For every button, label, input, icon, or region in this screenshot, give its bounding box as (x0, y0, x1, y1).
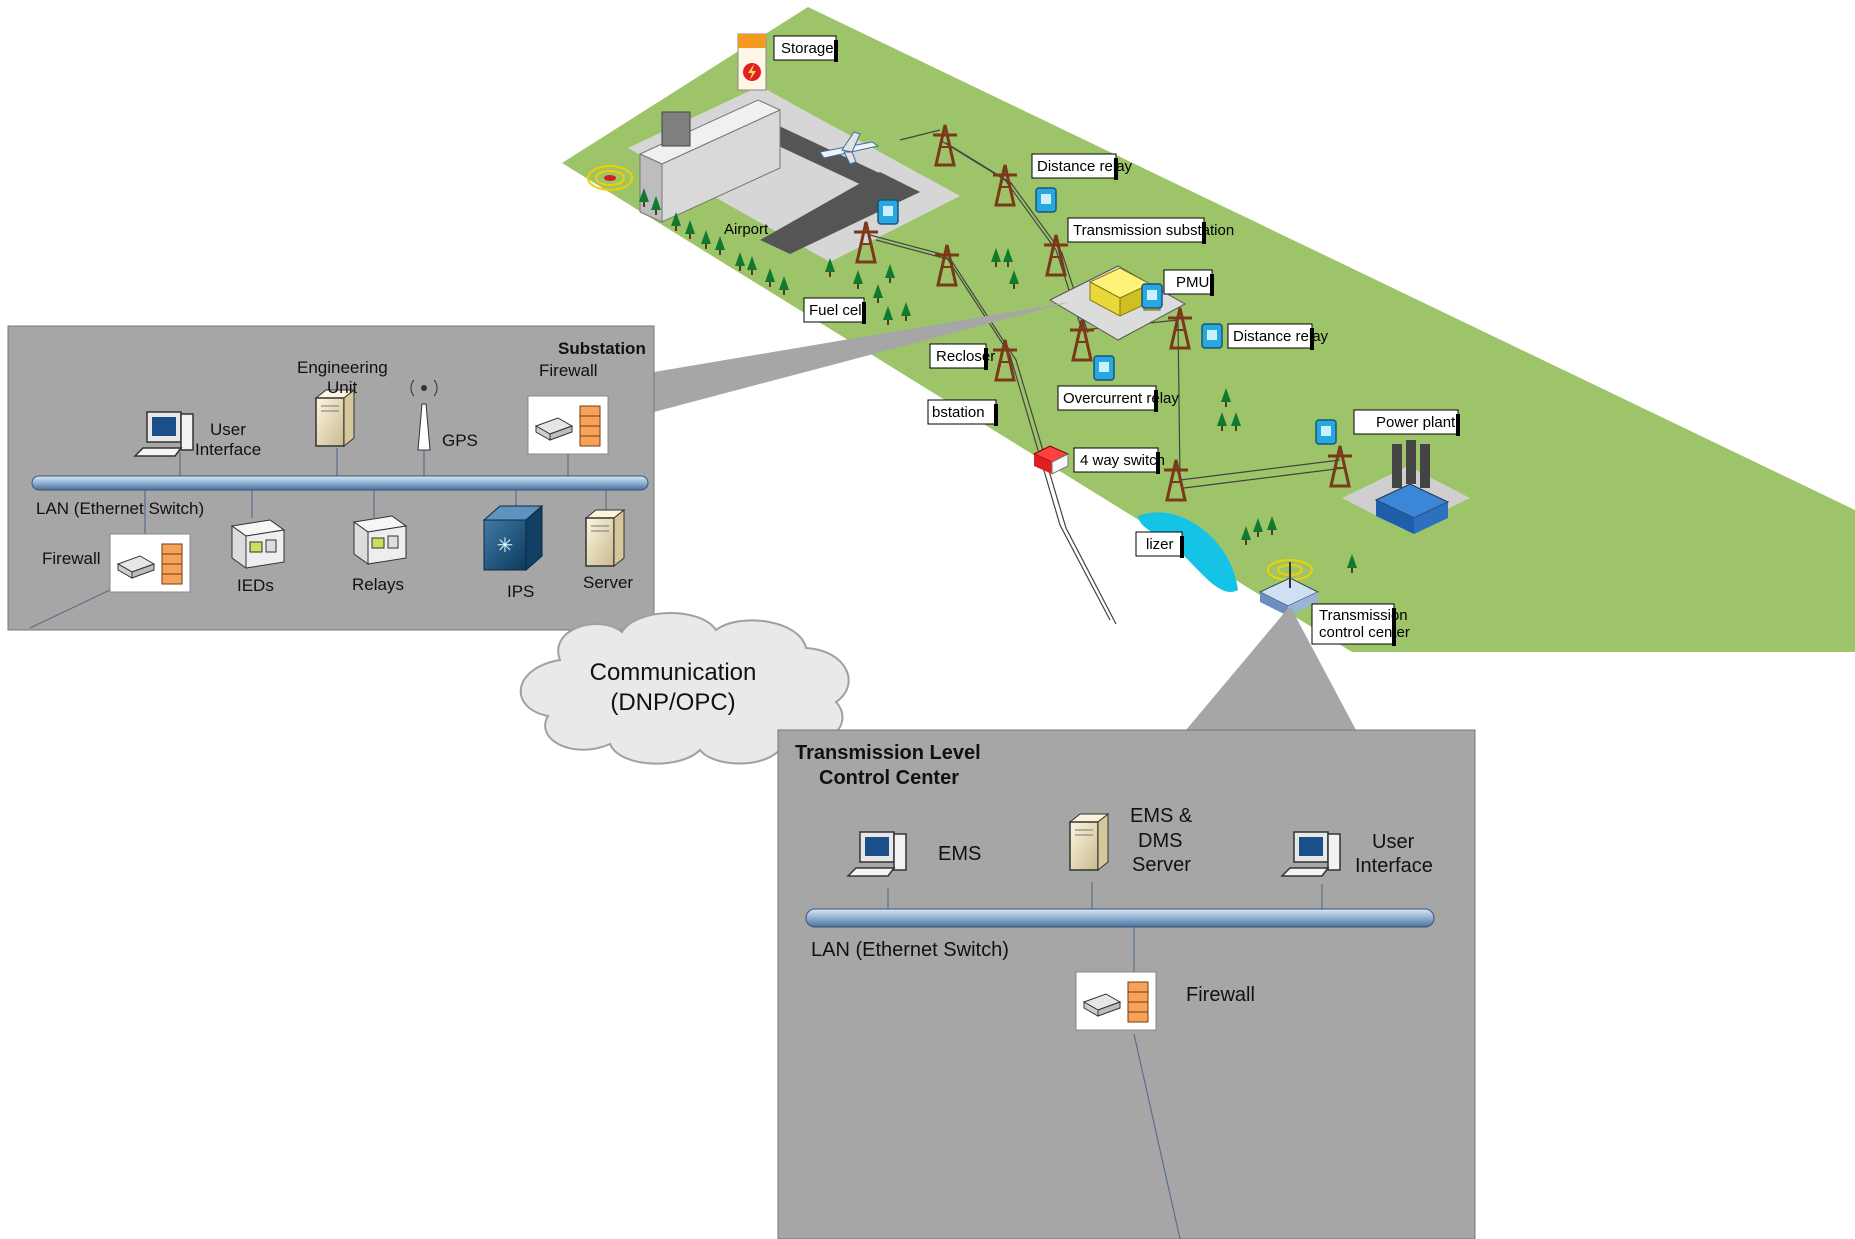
svg-text:lizer: lizer (1146, 536, 1174, 553)
transmission-control-center-building (1258, 559, 1320, 616)
airport-terminal (638, 99, 782, 223)
svg-text:Fuel cell: Fuel cell (809, 302, 865, 319)
svg-text:DMS: DMS (1138, 830, 1182, 852)
svg-text:Server: Server (1132, 854, 1191, 876)
communication-line1: Communication (590, 659, 757, 686)
substation-ips: ✳ IPS (482, 504, 544, 601)
firewall-icon (1075, 971, 1157, 1031)
callout-substation: bstation (927, 399, 998, 426)
svg-text:Distance relay: Distance relay (1233, 328, 1329, 345)
control-center-panel: Transmission Level Control Center LAN (E… (777, 729, 1476, 1239)
server-icon (585, 509, 625, 567)
control-center-user-interface: User Interface (1281, 831, 1433, 877)
airplane-icon (819, 131, 880, 165)
antenna-beacon-left (587, 165, 633, 191)
svg-text:User: User (1372, 831, 1415, 853)
engineering-unit-server-icon (315, 389, 355, 447)
power-plant-building (1342, 440, 1470, 534)
firewall-icon (527, 395, 609, 455)
svg-text:EMS &: EMS & (1130, 805, 1193, 827)
ied-device-icon (231, 519, 285, 569)
svg-text:Transmission: Transmission (1319, 607, 1408, 624)
ips-device-icon: ✳ (482, 504, 544, 572)
callout-fuel-cell: Fuel cell (803, 297, 866, 324)
substation-lan-bus (31, 475, 649, 491)
svg-text:✳: ✳ (497, 533, 514, 557)
svg-text:Distance relay: Distance relay (1037, 158, 1133, 175)
svg-text:User: User (210, 420, 246, 439)
substation-vertical-links (29, 448, 607, 629)
callout-transmission-substation: Transmission substation (1067, 217, 1234, 244)
substation-lan-label: LAN (Ethernet Switch) (36, 499, 204, 518)
svg-text:Server: Server (583, 573, 633, 592)
svg-text:Firewall: Firewall (42, 549, 101, 568)
svg-text:PMU: PMU (1176, 274, 1209, 291)
svg-text:Unit: Unit (327, 378, 358, 397)
substation-title: Substation (558, 339, 646, 358)
callout-four-way-switch: 4 way switch (1073, 447, 1165, 474)
svg-text:Interface: Interface (195, 440, 261, 459)
gps-antenna-icon (410, 379, 438, 451)
substation-server: Server (583, 509, 633, 592)
svg-text:control center: control center (1319, 624, 1410, 641)
substation-gps: GPS (410, 379, 478, 451)
callout-lizer: lizer (1135, 531, 1184, 558)
callout-distance-relay-2: Distance relay (1227, 323, 1329, 350)
grid-map: Airport (562, 7, 1855, 652)
svg-text:Interface: Interface (1355, 855, 1433, 877)
substation-ieds: IEDs (231, 519, 285, 595)
airport-label: Airport (724, 221, 769, 238)
control-center-vertical-links (887, 882, 1323, 1239)
callout-recloser: Recloser (929, 343, 995, 370)
substation-firewall-top: Firewall (527, 361, 609, 455)
callout-overcurrent-relay: Overcurrent relay (1057, 385, 1179, 412)
svg-text:Power plant: Power plant (1376, 414, 1456, 431)
transmission-substation-yard (1048, 265, 1187, 341)
callout-distance-relay-1: Distance relay (1031, 153, 1133, 180)
control-center-callout-pointer (1186, 606, 1356, 730)
callout-pmu: PMU (1163, 269, 1214, 296)
control-center-lan-label: LAN (Ethernet Switch) (811, 939, 1009, 961)
svg-text:Overcurrent relay: Overcurrent relay (1063, 390, 1179, 407)
substation-firewall-bottom: Firewall (42, 533, 191, 593)
communication-line2: (DNP/OPC) (610, 689, 735, 716)
svg-text:4 way switch: 4 way switch (1080, 452, 1165, 469)
control-center-lan-bus (805, 908, 1435, 928)
svg-text:IPS: IPS (507, 582, 534, 601)
substation-relays: Relays (352, 515, 407, 594)
map-callouts: Storage Fuel cell Distance relay Transmi… (773, 35, 1460, 646)
svg-text:IEDs: IEDs (237, 576, 274, 595)
ems-dms-server-icon (1069, 813, 1109, 871)
storage-battery-icon (737, 33, 767, 91)
svg-text:bstation: bstation (932, 404, 985, 421)
four-way-switch-box (1032, 445, 1070, 475)
control-center-ems: EMS (847, 831, 981, 877)
callout-transmission-control-center: Transmission control center (1311, 603, 1410, 646)
airport-taxiway (760, 172, 920, 254)
svg-text:Firewall: Firewall (1186, 984, 1255, 1006)
svg-text:Firewall: Firewall (539, 361, 598, 380)
svg-text:Storage: Storage (781, 40, 834, 57)
svg-text:Transmission substation: Transmission substation (1073, 222, 1234, 239)
svg-text:Relays: Relays (352, 575, 404, 594)
control-center-title-2: Control Center (819, 767, 959, 789)
substation-engineering-unit: Engineering Unit (297, 358, 388, 447)
callout-power-plant: Power plant (1353, 409, 1460, 436)
callout-storage: Storage (773, 35, 838, 62)
substation-user-interface: User Interface (134, 411, 261, 459)
relay-device-icon (353, 515, 407, 565)
substation-callout-pointer (654, 302, 1070, 412)
control-center-title-1: Transmission Level (795, 742, 981, 764)
control-center-firewall: Firewall (1075, 971, 1255, 1031)
svg-text:GPS: GPS (442, 431, 478, 450)
substation-panel: Substation LAN (Ethernet Switch) User In… (7, 325, 655, 631)
svg-text:Recloser: Recloser (936, 348, 995, 365)
svg-text:EMS: EMS (938, 843, 981, 865)
control-center-ems-dms-server: EMS & DMS Server (1069, 805, 1193, 876)
svg-text:Engineering: Engineering (297, 358, 388, 377)
firewall-icon (109, 533, 191, 593)
